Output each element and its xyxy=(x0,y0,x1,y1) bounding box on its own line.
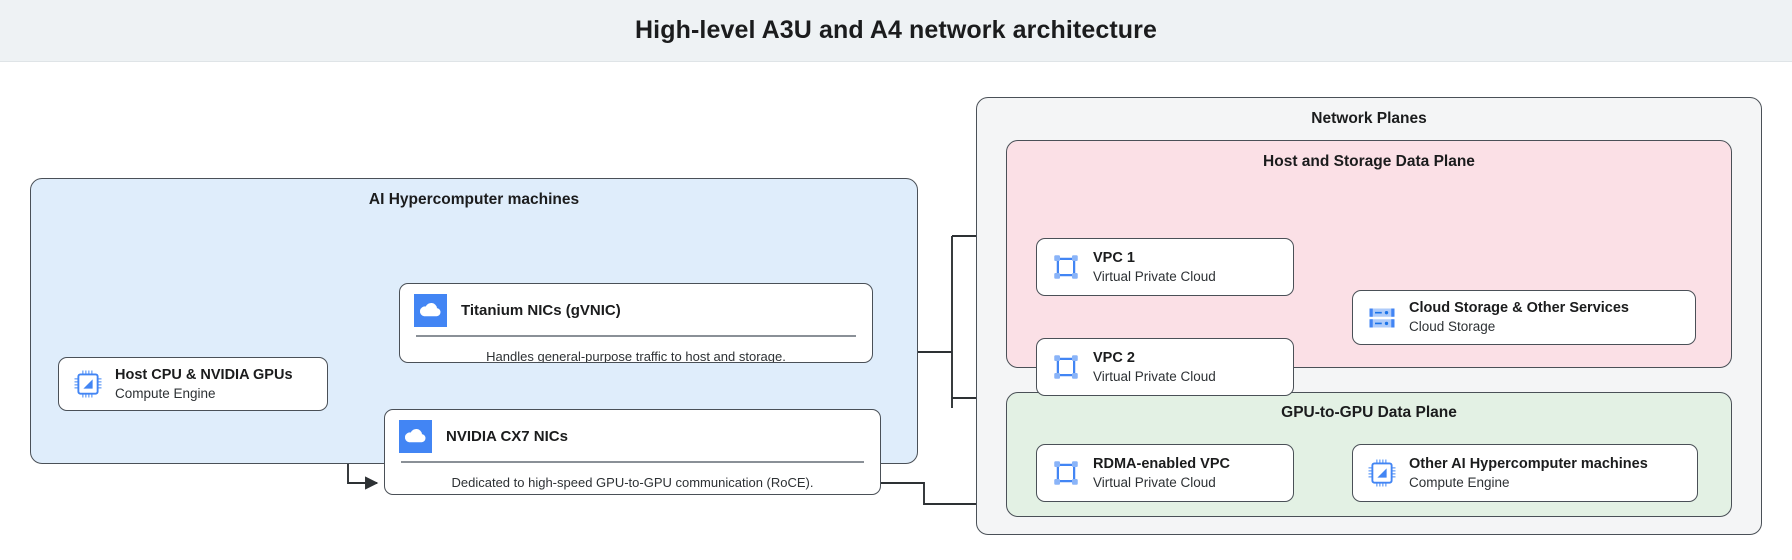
node-subtitle: Virtual Private Cloud xyxy=(1093,268,1216,284)
page-title: High-level A3U and A4 network architectu… xyxy=(635,16,1157,44)
group-title-ai-machines: AI Hypercomputer machines xyxy=(368,191,580,208)
node-rdma-enabled-vpc[interactable]: RDMA-enabled VPC Virtual Private Cloud xyxy=(1036,444,1294,502)
node-subtitle: Virtual Private Cloud xyxy=(1093,368,1216,384)
node-header: NVIDIA CX7 NICs xyxy=(385,410,880,461)
cloud-storage-icon xyxy=(1369,308,1395,327)
vpc-icon xyxy=(1054,461,1078,485)
compute-engine-icon xyxy=(74,370,102,398)
node-title: VPC 2 xyxy=(1093,349,1135,366)
vpc-icon xyxy=(1054,255,1078,279)
group-title-network-planes: Network Planes xyxy=(1311,110,1427,127)
node-vpc-1[interactable]: VPC 1 Virtual Private Cloud xyxy=(1036,238,1294,296)
cloud-icon xyxy=(414,294,447,327)
node-title: RDMA-enabled VPC xyxy=(1093,455,1230,472)
group-title-gpu-plane: GPU-to-GPU Data Plane xyxy=(1281,404,1457,421)
node-subtitle: Cloud Storage xyxy=(1409,319,1496,335)
node-titanium-nics[interactable]: Titanium NICs (gVNIC) Handles general-pu… xyxy=(399,283,873,363)
compute-engine-icon xyxy=(1368,459,1396,487)
diagram-header: High-level A3U and A4 network architectu… xyxy=(0,0,1792,62)
vpc-icon xyxy=(1054,355,1078,379)
node-host-cpu-gpus[interactable]: Host CPU & NVIDIA GPUs Compute Engine xyxy=(58,357,328,411)
node-cloud-storage[interactable]: Cloud Storage & Other Services Cloud Sto… xyxy=(1352,290,1696,345)
node-title: VPC 1 xyxy=(1093,249,1135,266)
diagram-canvas: AI Hypercomputer machines Network Planes… xyxy=(0,62,1792,560)
group-title-host-storage: Host and Storage Data Plane xyxy=(1263,153,1475,170)
node-title: Other AI Hypercomputer machines xyxy=(1409,455,1648,472)
node-caption: Dedicated to high-speed GPU-to-GPU commu… xyxy=(451,474,814,490)
node-other-ai-hypercomputer-machines[interactable]: Other AI Hypercomputer machines Compute … xyxy=(1352,444,1698,502)
divider xyxy=(401,461,864,463)
node-subtitle: Compute Engine xyxy=(115,385,216,401)
cloud-icon xyxy=(399,420,432,453)
node-title: NVIDIA CX7 NICs xyxy=(446,428,568,445)
node-subtitle: Virtual Private Cloud xyxy=(1093,474,1216,490)
node-title: Titanium NICs (gVNIC) xyxy=(461,302,621,319)
node-title: Host CPU & NVIDIA GPUs xyxy=(115,366,293,383)
node-subtitle: Compute Engine xyxy=(1409,474,1510,490)
node-vpc-2[interactable]: VPC 2 Virtual Private Cloud xyxy=(1036,338,1294,396)
node-title: Cloud Storage & Other Services xyxy=(1409,300,1629,316)
node-header: Titanium NICs (gVNIC) xyxy=(400,284,872,335)
divider xyxy=(416,335,856,337)
node-nvidia-cx7-nics[interactable]: NVIDIA CX7 NICs Dedicated to high-speed … xyxy=(384,409,881,495)
node-caption: Handles general-purpose traffic to host … xyxy=(486,348,786,363)
